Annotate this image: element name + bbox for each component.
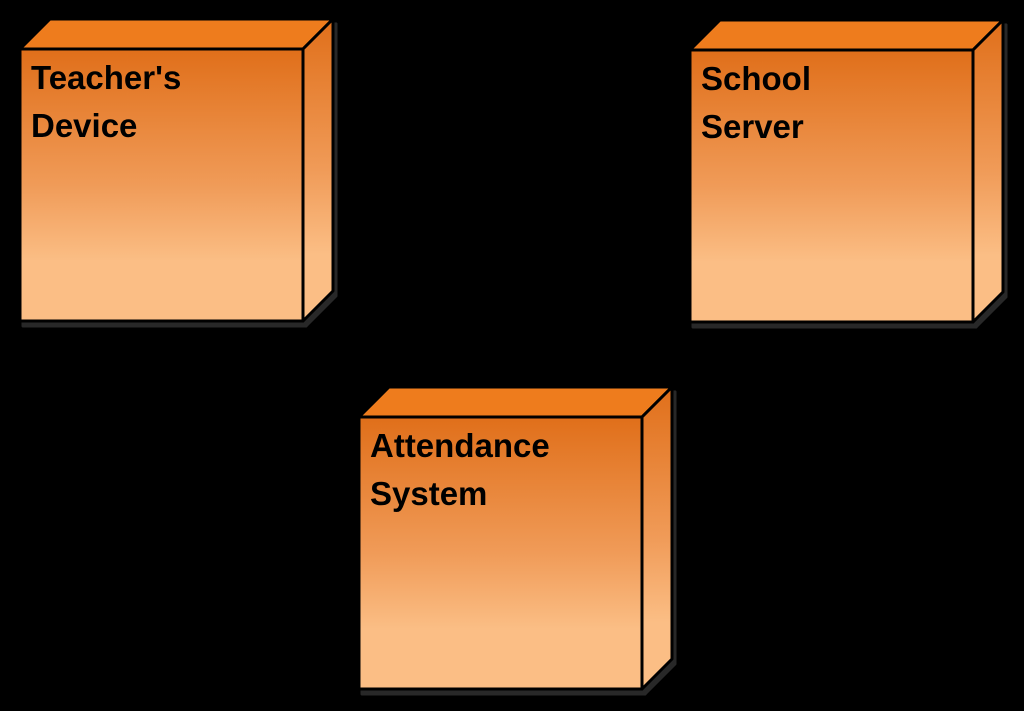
node-3d-box <box>357 385 674 691</box>
node-3d-box <box>688 18 1005 324</box>
node-label-school-server: School Server <box>701 60 812 145</box>
node-3d-box <box>18 17 335 323</box>
node-top-face <box>18 17 335 51</box>
node-side-face <box>301 17 335 323</box>
node-school-server: School Server <box>688 18 1005 324</box>
node-attendance-system: Attendance System <box>357 385 674 691</box>
node-front-face <box>18 47 305 323</box>
node-label-teachers-device: Teacher's Device <box>31 59 182 144</box>
node-top-face <box>357 385 674 419</box>
node-side-face <box>971 18 1005 324</box>
node-side-face <box>640 385 674 691</box>
node-label-attendance-system: Attendance System <box>370 427 550 512</box>
node-front-face <box>688 48 975 324</box>
node-top-face <box>688 18 1005 52</box>
node-front-face <box>357 415 644 691</box>
node-teachers-device: Teacher's Device <box>18 17 335 323</box>
